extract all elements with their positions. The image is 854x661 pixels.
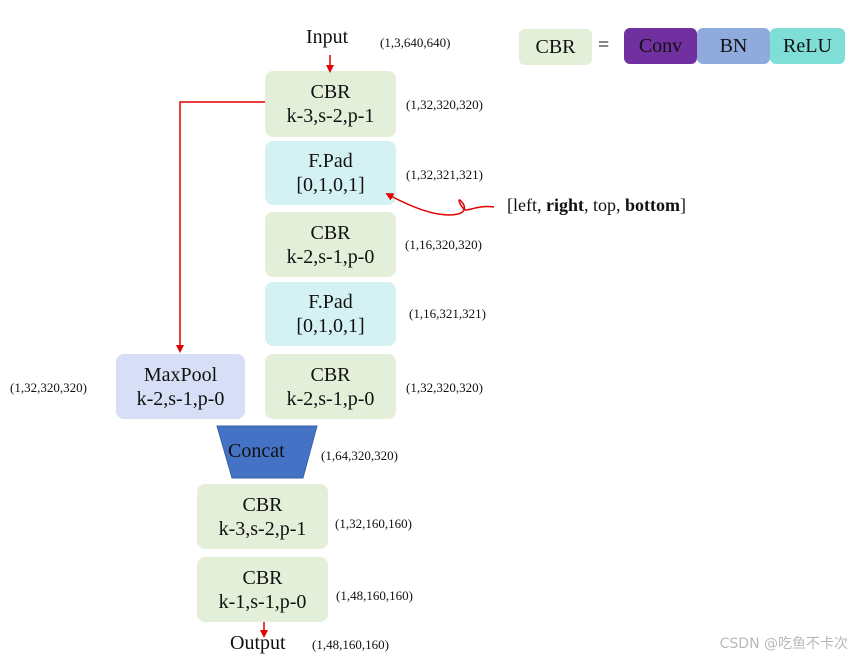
- pad-note-open: [left,: [507, 195, 546, 215]
- pad-block-1: F.Pad [0,1,0,1]: [265, 141, 396, 205]
- legend-relu: ReLU: [770, 28, 845, 64]
- output-shape: (1,48,160,160): [312, 637, 389, 652]
- input-label: Input: [306, 26, 349, 48]
- cbr-block-2-shape: (1,16,320,320): [405, 237, 482, 252]
- cbr-block-1-name: CBR: [310, 81, 351, 103]
- cbr-block-4-shape: (1,32,160,160): [335, 516, 412, 531]
- cbr-block-1: CBR k-3,s-2,p-1: [265, 71, 396, 137]
- concat-shape-text: (1,64,320,320): [321, 448, 398, 463]
- cbr-block-2-params: k-2,s-1,p-0: [286, 245, 375, 268]
- pad-note-close: ]: [680, 195, 686, 215]
- pad-block-2-shape: (1,16,321,321): [409, 306, 486, 321]
- cbr-block-1-shape: (1,32,320,320): [406, 97, 483, 112]
- pad-block-1-params: [0,1,0,1]: [296, 174, 365, 196]
- arrow-pad-note: [385, 193, 495, 216]
- concat-label: Concat: [228, 440, 285, 462]
- cbr-block-2-name: CBR: [310, 221, 351, 244]
- arrow-skip-maxpool: [176, 101, 265, 353]
- cbr-block-4-name: CBR: [242, 493, 283, 516]
- maxpool-shape: (1,32,320,320): [10, 380, 87, 395]
- cbr-block-3-shape: (1,32,320,320): [406, 380, 483, 395]
- legend-bn: BN: [697, 28, 770, 64]
- pad-order-note: [left, right, top, bottom]: [507, 195, 686, 216]
- cbr-block-3-name: CBR: [310, 363, 351, 386]
- maxpool-block: MaxPool k-2,s-1,p-0: [116, 354, 245, 419]
- pad-block-2-name: F.Pad: [308, 291, 353, 313]
- pad-note-sep: , top,: [583, 195, 625, 215]
- cbr-block-4-params: k-3,s-2,p-1: [218, 517, 307, 540]
- cbr-block-3-params: k-2,s-1,p-0: [286, 387, 375, 410]
- cbr-block-5-params: k-1,s-1,p-0: [218, 590, 307, 613]
- maxpool-params: k-2,s-1,p-0: [136, 387, 225, 410]
- output-label: Output: [230, 632, 286, 654]
- legend-cbr: CBR: [519, 29, 592, 65]
- cbr-block-5: CBR k-1,s-1,p-0: [197, 557, 328, 622]
- watermark: CSDN @吃鱼不卡次: [719, 636, 848, 652]
- pad-note-right: right: [545, 195, 584, 215]
- cbr-block-1-params: k-3,s-2,p-1: [286, 105, 375, 127]
- input-shape: (1,3,640,640): [380, 35, 451, 50]
- cbr-block-5-name: CBR: [242, 566, 283, 589]
- cbr-block-2: CBR k-2,s-1,p-0: [265, 212, 396, 277]
- maxpool-name: MaxPool: [143, 363, 218, 386]
- pad-block-2: F.Pad [0,1,0,1]: [265, 282, 396, 346]
- legend-conv: Conv: [624, 28, 697, 64]
- cbr-block-4: CBR k-3,s-2,p-1: [197, 484, 328, 549]
- cbr-block-3: CBR k-2,s-1,p-0: [265, 354, 396, 419]
- pad-note-bottom: bottom: [625, 195, 680, 215]
- pad-block-1-shape: (1,32,321,321): [406, 167, 483, 182]
- pad-block-2-params: [0,1,0,1]: [296, 315, 365, 337]
- cbr-block-5-shape: (1,48,160,160): [336, 588, 413, 603]
- legend-equals: =: [598, 34, 610, 56]
- pad-block-1-name: F.Pad: [308, 150, 353, 172]
